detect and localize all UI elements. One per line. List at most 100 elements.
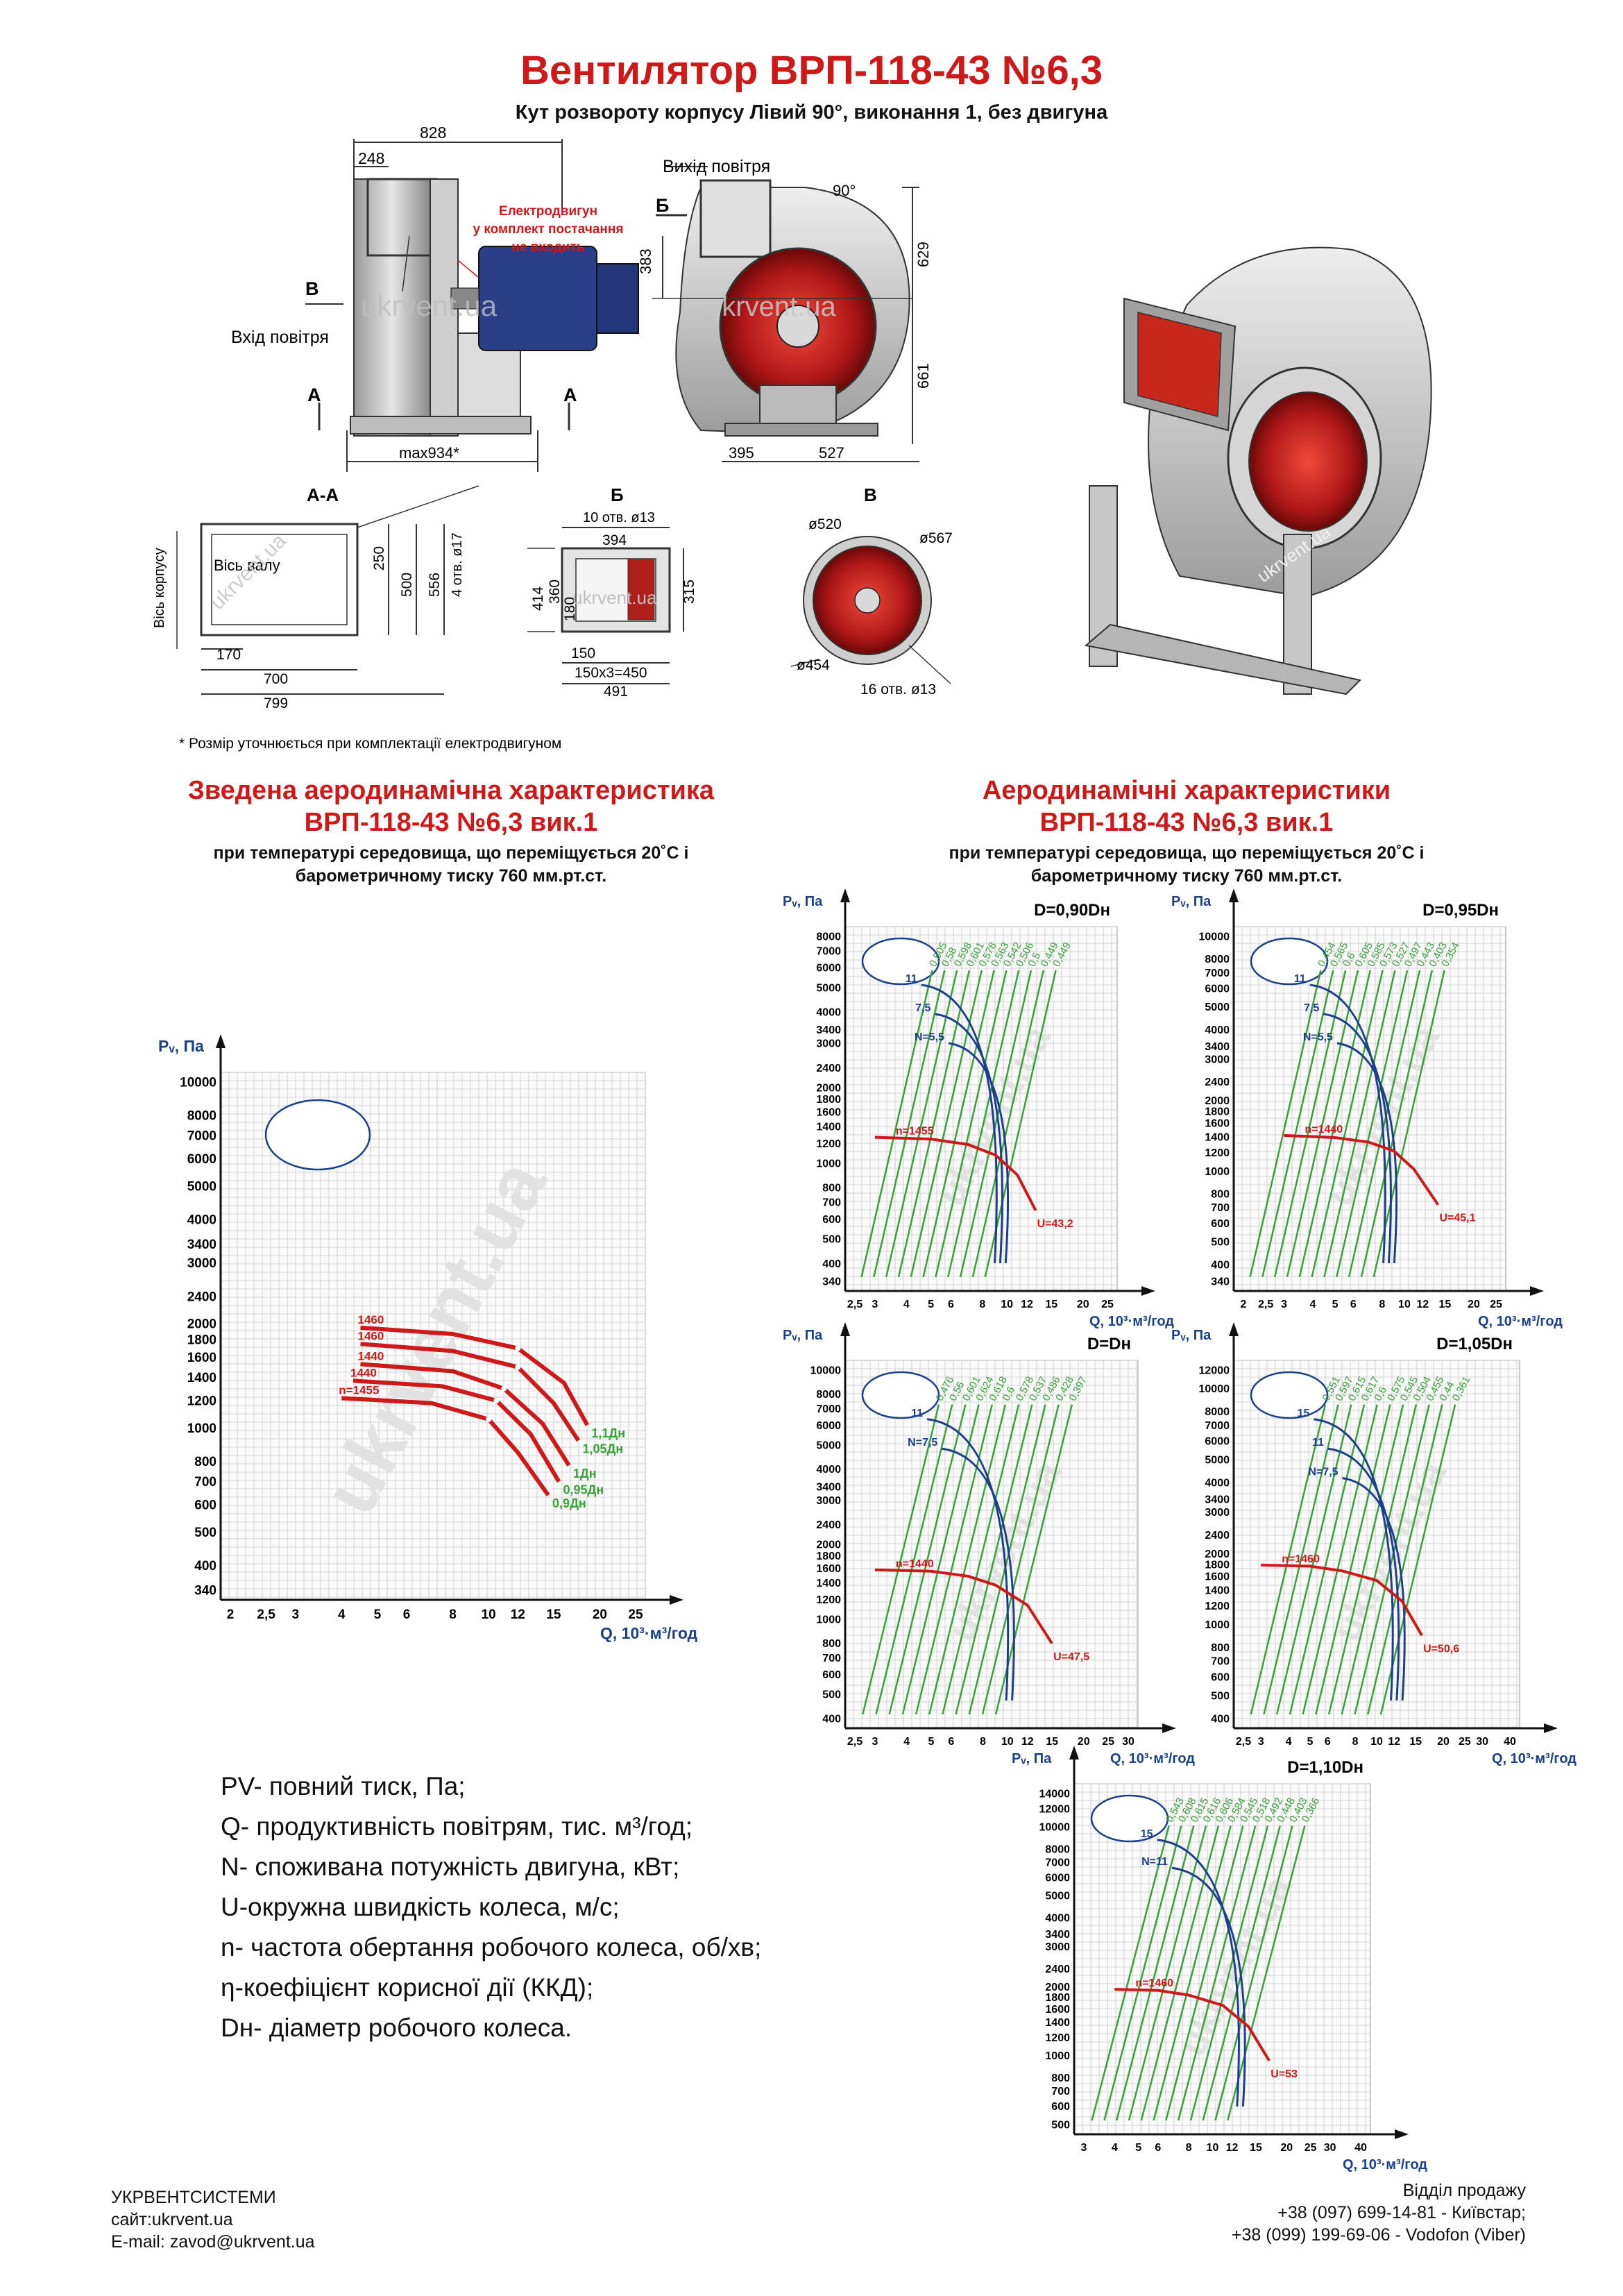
y-tick-label: 7000	[1205, 1420, 1230, 1432]
dim-360: 360	[547, 580, 563, 604]
x-tick-label: 15	[1409, 1736, 1422, 1748]
x-axis-label: Q, 10³·м³/год	[1089, 1314, 1174, 1329]
y-tick-label: 7000	[816, 945, 841, 957]
x-tick-label: 20	[1437, 1736, 1450, 1748]
efficiency-label: 0,6	[1372, 1385, 1389, 1403]
x-axis-arrow	[1395, 2129, 1409, 2139]
y-tick-label: 600	[1051, 2101, 1070, 2113]
y-tick-label: 2400	[1045, 1964, 1070, 1975]
efficiency-line	[959, 970, 1033, 1278]
y-tick-label: 2000	[1045, 1982, 1070, 1993]
efficiency-line	[1336, 970, 1409, 1278]
series-label: 1Дн	[573, 1467, 597, 1480]
y-tick-label: 2400	[816, 1063, 841, 1074]
dim-799: 799	[264, 695, 288, 711]
efficiency-label: 0,615	[1189, 1796, 1212, 1824]
x-tick-label: 5	[928, 1299, 934, 1310]
series-point	[486, 1416, 492, 1422]
y-tick-label: 800	[1051, 2073, 1070, 2084]
footer-email[interactable]: E-mail: zavod@ukrvent.ua	[111, 2232, 315, 2252]
efficiency-label: 0,537	[1027, 1374, 1050, 1403]
x-tick-label: 8	[449, 1607, 457, 1622]
efficiency-line	[1214, 1825, 1293, 2121]
y-tick-label: 700	[822, 1653, 841, 1664]
y-tick-label: 5000	[187, 1179, 216, 1194]
x-tick-label: 25	[1305, 2142, 1317, 2154]
power-label: 11	[906, 973, 917, 985]
efficiency-line	[1227, 1825, 1306, 2121]
y-tick-label: 4000	[1205, 1024, 1230, 1036]
efficiency-line	[862, 1404, 940, 1715]
y-axis-arrow	[1229, 1322, 1239, 1336]
x-tick-label: 15	[1045, 1299, 1057, 1310]
power-label: 11	[911, 1408, 923, 1419]
efficiency-label: 0,578	[976, 940, 999, 969]
x-tick-label: 5	[1135, 2142, 1141, 2154]
x-tick-label: 2,5	[847, 1736, 863, 1748]
motor-note-1: Електродвигун	[499, 204, 597, 219]
y-tick-label: 1000	[816, 1158, 841, 1170]
footer-phone-2[interactable]: +38 (099) 199-69-06 - Vodofon (Viber)	[1231, 2225, 1526, 2245]
y-tick-label: 1600	[816, 1563, 841, 1575]
footer-site[interactable]: сайт:ukrvent.ua	[111, 2210, 233, 2229]
y-tick-label: 1400	[1205, 1131, 1230, 1143]
x-tick-label: 6	[1325, 1736, 1331, 1748]
y-tick-label: 8000	[1205, 1406, 1230, 1418]
y-tick-label: 600	[822, 1669, 841, 1681]
efficiency-label: 0,527	[1390, 940, 1413, 969]
y-tick-label: 6000	[816, 1420, 841, 1432]
efficiency-label: 0,601	[960, 1374, 983, 1403]
footer-dept: Відділ продажу	[1402, 2181, 1526, 2200]
chart-watermark: ukrvent.ua	[306, 1146, 563, 1528]
power-label: 11	[1294, 973, 1306, 985]
power-label: 7,5	[915, 1002, 931, 1014]
x-axis-arrow	[1530, 1286, 1544, 1296]
y-tick-label: 3000	[816, 1495, 841, 1507]
chart-watermark: ukrvent.ua	[1169, 1868, 1300, 2063]
efficiency-label: 0,56	[947, 1380, 967, 1403]
x-tick-label: 6	[948, 1299, 954, 1310]
summary-title-1: Зведена аеродинамічна характеристика	[187, 776, 715, 805]
rpm-label: n=1440	[896, 1558, 934, 1570]
efficiency-line	[1315, 1404, 1391, 1715]
efficiency-line	[1367, 1404, 1443, 1715]
efficiency-line	[1115, 1825, 1195, 2121]
y-tick-label: 7000	[1045, 1857, 1070, 1869]
efficiency-line	[971, 970, 1045, 1278]
efficiency-line	[1103, 1825, 1182, 2121]
plot-area	[220, 1072, 646, 1601]
dim-556: 556	[427, 573, 443, 597]
chart-title: D=0,90Dн	[1034, 901, 1110, 920]
y-tick-label: 400	[194, 1559, 216, 1573]
dim-150x3: 150х3=450	[575, 665, 647, 681]
section-B-label: Б	[611, 484, 624, 505]
x-tick-label: 2,5	[847, 1299, 863, 1310]
power-curve	[1314, 1418, 1394, 1701]
x-tick-label: 12	[1226, 2142, 1239, 2154]
y-tick-label: 400	[1211, 1713, 1230, 1725]
page-subtitle: Кут розвороту корпусу Лівий 90°, виконан…	[515, 101, 1108, 124]
y-axis-arrow	[1229, 888, 1239, 902]
y-tick-label: 2000	[187, 1317, 216, 1332]
holes-16-13: 16 отв. ø13	[860, 682, 936, 698]
x-axis-arrow	[1544, 1723, 1558, 1733]
y-tick-label: 8000	[816, 931, 841, 943]
legend-q: Q- продуктивність повітрям, тис. м³/год;	[221, 1812, 693, 1841]
efficiency-label: 0,605	[1352, 940, 1375, 969]
aero-cond-2: барометричному тиску 760 мм.рт.ст.	[1030, 866, 1343, 886]
u-label: U=53	[1271, 2068, 1298, 2080]
efficiency-line	[968, 1404, 1046, 1715]
x-tick-label: 8	[979, 1299, 985, 1310]
y-axis-arrow	[216, 1034, 226, 1048]
x-tick-label: 12	[1021, 1736, 1034, 1748]
x-tick-label: 10	[1001, 1299, 1013, 1310]
footer-phone-1[interactable]: +38 (097) 699-14-81 - Київстар;	[1277, 2203, 1526, 2222]
dim-629: 629	[915, 242, 932, 267]
air-out-label: Вихід повітря	[663, 157, 770, 176]
dim-414: 414	[530, 586, 546, 611]
y-tick-label: 4000	[816, 1464, 841, 1476]
